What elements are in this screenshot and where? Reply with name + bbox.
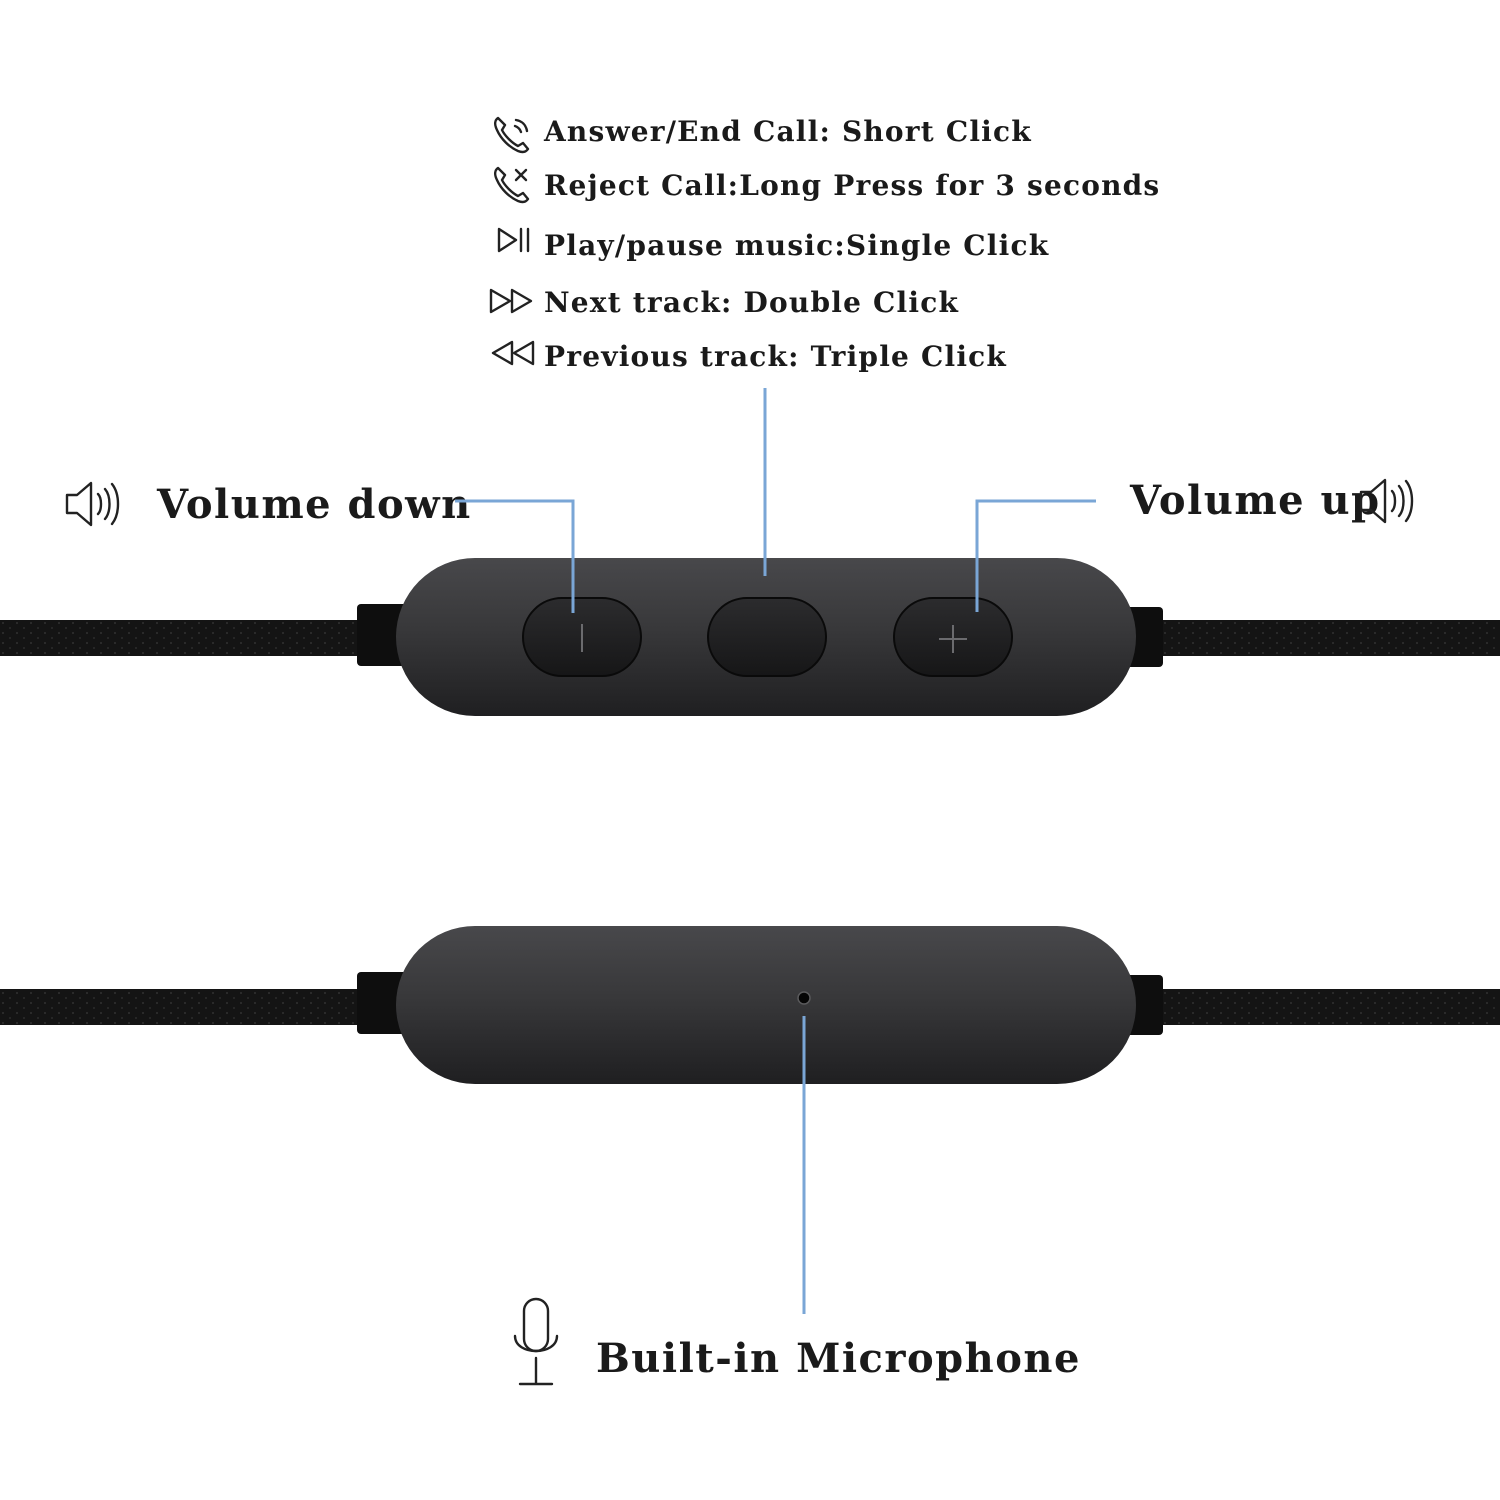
volume-down-leader-line	[455, 499, 575, 613]
plus-icon	[939, 625, 967, 653]
function-play-pause: Play/pause music:Single Click	[544, 229, 1049, 262]
rewind-icon	[491, 340, 535, 366]
function-answer-end-call: Answer/End Call: Short Click	[543, 115, 1032, 148]
play-pause-icon	[497, 227, 530, 253]
cable-left-bottom	[0, 989, 400, 1025]
cable-left	[0, 620, 400, 656]
volume-up-label: Volume up	[1129, 477, 1381, 524]
volume-up-leader-line	[975, 499, 1096, 612]
function-list: Answer/End Call: Short Click Reject Call…	[489, 115, 1160, 373]
volume-down-button[interactable]	[522, 597, 642, 677]
cable-right	[1100, 620, 1500, 656]
volume-down-label: Volume down	[156, 481, 472, 528]
microphone-label: Built-in Microphone	[596, 1335, 1081, 1382]
remote-body-bottom	[396, 926, 1136, 1084]
speaker-icon-right	[1359, 478, 1414, 524]
volume-up-button[interactable]	[893, 597, 1013, 677]
function-reject-call: Reject Call:Long Press for 3 seconds	[544, 169, 1160, 202]
function-next-track: Next track: Double Click	[544, 286, 959, 319]
fast-forward-icon	[489, 288, 533, 314]
microphone-icon	[513, 1297, 559, 1386]
phone-reject-icon	[494, 166, 530, 204]
cable-right-bottom	[1100, 989, 1500, 1025]
phone-call-icon	[494, 116, 530, 154]
function-previous-track: Previous track: Triple Click	[544, 340, 1007, 373]
play-pause-button[interactable]	[707, 597, 827, 677]
remote-bottom	[0, 926, 1500, 1314]
speaker-icon-left	[65, 481, 120, 527]
remote-top	[0, 388, 1500, 716]
microphone-hole	[797, 991, 811, 1005]
